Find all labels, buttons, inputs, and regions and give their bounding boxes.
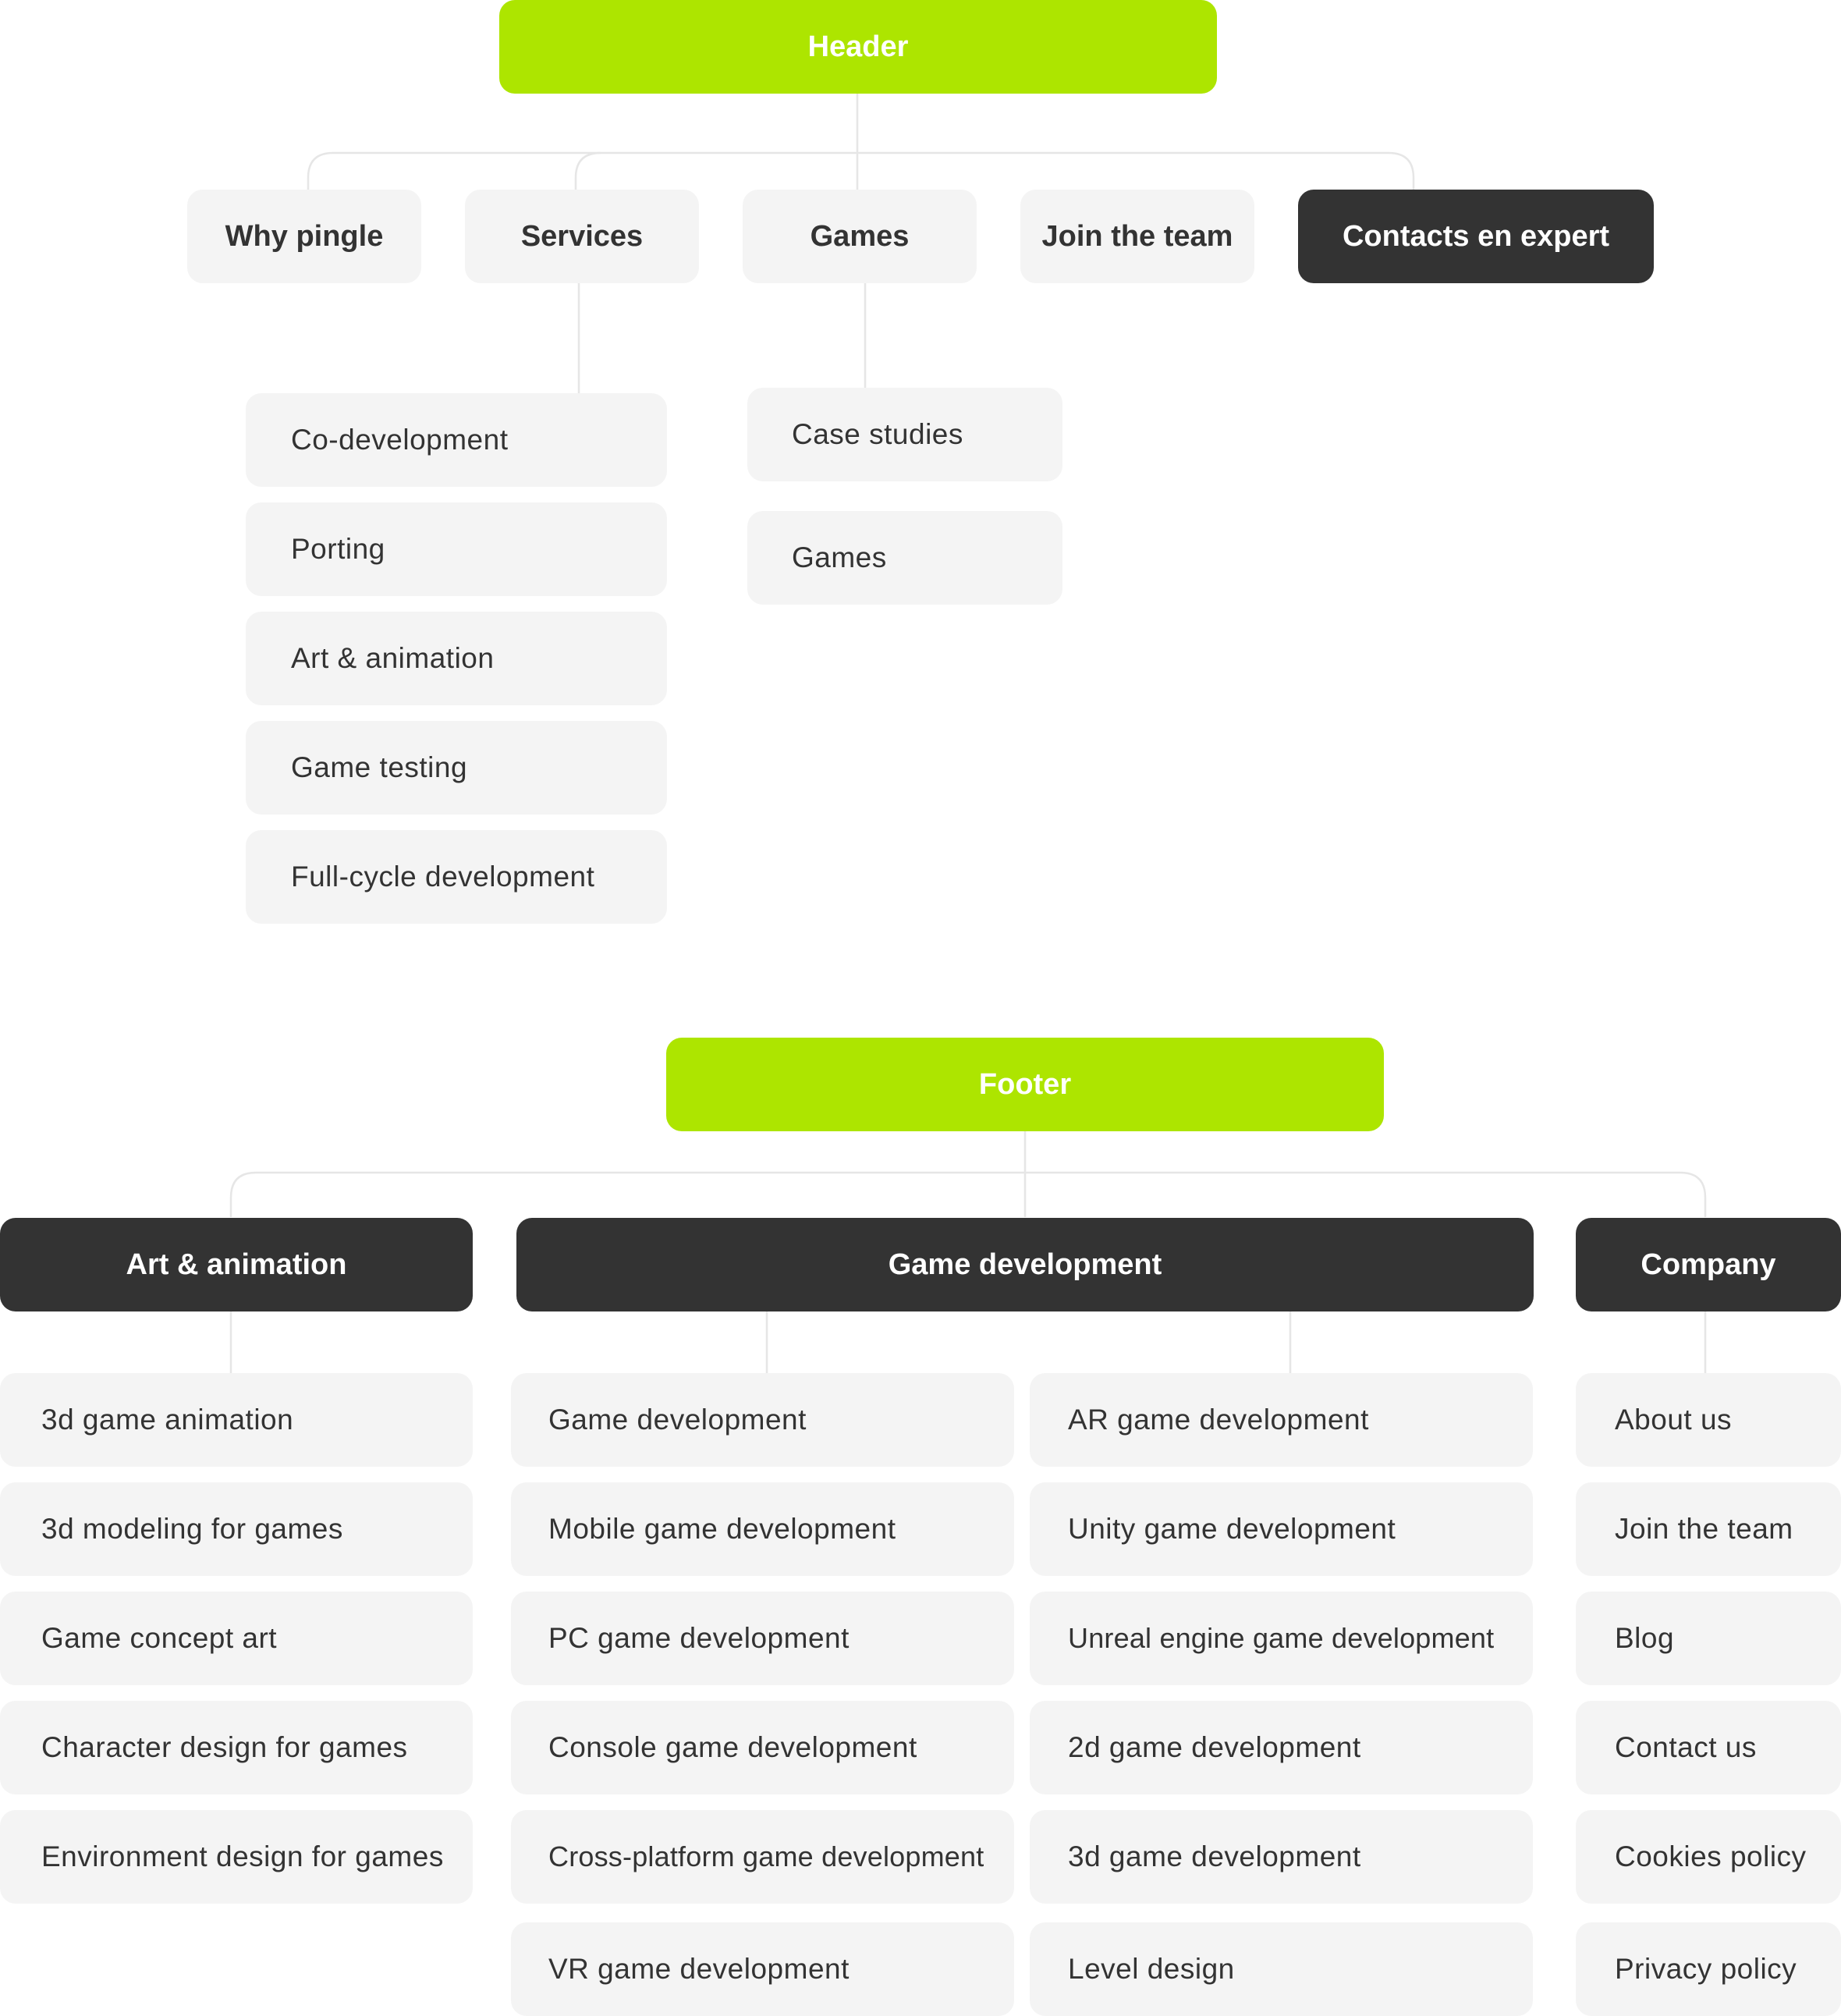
games-item-case-studies[interactable]: Case studies — [747, 388, 1062, 481]
gamedev-item-unity-game-development[interactable]: Unity game development — [1030, 1482, 1533, 1576]
company-item-join-the-team[interactable]: Join the team — [1576, 1482, 1841, 1576]
gamedev-item-vr-game-development[interactable]: VR game development — [511, 1922, 1014, 2016]
footer-group-game-development[interactable]: Game development — [516, 1218, 1534, 1311]
nav-why-pingle[interactable]: Why pingle — [187, 190, 421, 283]
company-item-privacy-policy[interactable]: Privacy policy — [1576, 1922, 1841, 2016]
gamedev-item-console-game-development[interactable]: Console game development — [511, 1701, 1014, 1794]
company-item-blog[interactable]: Blog — [1576, 1592, 1841, 1685]
art-item-3d-game-animation[interactable]: 3d game animation — [0, 1373, 473, 1467]
nav-games[interactable]: Games — [743, 190, 977, 283]
gamedev-item-unreal-engine-game-development[interactable]: Unreal engine game development — [1030, 1592, 1533, 1685]
connector-services-branch — [574, 151, 601, 191]
connector-header-rail — [307, 151, 1415, 191]
nav-join-the-team[interactable]: Join the team — [1020, 190, 1254, 283]
games-item-games[interactable]: Games — [747, 511, 1062, 605]
services-item-co-development[interactable]: Co-development — [246, 393, 667, 487]
footer-group-art-animation[interactable]: Art & animation — [0, 1218, 473, 1311]
header-node[interactable]: Header — [499, 0, 1217, 94]
gamedev-item-game-development[interactable]: Game development — [511, 1373, 1014, 1467]
art-item-environment-design-for-games[interactable]: Environment design for games — [0, 1810, 473, 1904]
gamedev-item-ar-game-development[interactable]: AR game development — [1030, 1373, 1533, 1467]
services-item-porting[interactable]: Porting — [246, 502, 667, 596]
gamedev-item-level-design[interactable]: Level design — [1030, 1922, 1533, 2016]
footer-node[interactable]: Footer — [666, 1038, 1384, 1131]
gamedev-item-cross-platform-game-development[interactable]: Cross-platform game development — [511, 1810, 1014, 1904]
nav-contacts-en-expert[interactable]: Contacts en expert — [1298, 190, 1654, 283]
services-item-game-testing[interactable]: Game testing — [246, 721, 667, 815]
footer-group-company[interactable]: Company — [1576, 1218, 1841, 1311]
art-item-game-concept-art[interactable]: Game concept art — [0, 1592, 473, 1685]
gamedev-item-2d-game-development[interactable]: 2d game development — [1030, 1701, 1533, 1794]
gamedev-item-mobile-game-development[interactable]: Mobile game development — [511, 1482, 1014, 1576]
company-item-about-us[interactable]: About us — [1576, 1373, 1841, 1467]
gamedev-item-3d-game-development[interactable]: 3d game development — [1030, 1810, 1533, 1904]
gamedev-item-pc-game-development[interactable]: PC game development — [511, 1592, 1014, 1685]
services-item-full-cycle-development[interactable]: Full-cycle development — [246, 830, 667, 924]
art-item-character-design-for-games[interactable]: Character design for games — [0, 1701, 473, 1794]
company-item-cookies-policy[interactable]: Cookies policy — [1576, 1810, 1841, 1904]
company-item-contact-us[interactable]: Contact us — [1576, 1701, 1841, 1794]
art-item-3d-modeling-for-games[interactable]: 3d modeling for games — [0, 1482, 473, 1576]
nav-services[interactable]: Services — [465, 190, 699, 283]
connector-footer-rail — [229, 1171, 1707, 1217]
services-item-art-animation[interactable]: Art & animation — [246, 612, 667, 705]
